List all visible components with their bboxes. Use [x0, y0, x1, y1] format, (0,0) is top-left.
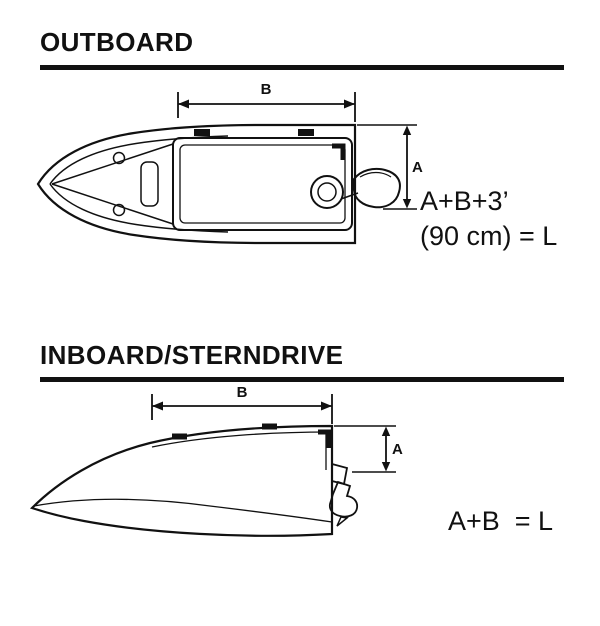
- stern-corner-bracket: [318, 429, 332, 448]
- cleat-left: [172, 433, 187, 440]
- outboard-dimension-b: B: [177, 81, 356, 122]
- inboard-formula-line: A+B = L: [448, 506, 554, 536]
- dim-b-arrow-left: [178, 99, 189, 108]
- cleat-left: [194, 128, 210, 136]
- inboard-dimension-b: B: [151, 384, 333, 424]
- bow-seam-top: [51, 142, 174, 185]
- inboard-dimension-a: A: [334, 425, 403, 473]
- dim-a-arrow-up: [402, 125, 412, 135]
- inboard-dim-b-label: B: [237, 384, 248, 401]
- dim-a-arrow-down: [381, 462, 391, 472]
- dim-a-arrow-up: [381, 426, 391, 436]
- gunwale-inner-bottom: [49, 183, 229, 233]
- outboard-cockpit: [172, 128, 359, 231]
- sterndrive-unit: [328, 462, 359, 527]
- cockpit-outer: [172, 136, 353, 231]
- outboard-dim-b-label: B: [261, 81, 272, 98]
- motor-well-inner: [317, 181, 337, 202]
- stern-corner-bracket: [332, 143, 346, 160]
- inboard-dim-a-label: A: [392, 441, 403, 458]
- inboard-divider: [40, 377, 564, 382]
- section-inboard-sterndrive: INBOARD/STERNDRIVE B: [0, 339, 600, 570]
- cleat-right: [262, 423, 277, 430]
- dim-a-arrow-down: [402, 198, 412, 208]
- dim-b-arrow-right: [321, 401, 332, 411]
- inboard-hull: [29, 423, 334, 537]
- inboard-boat-drawing: B: [29, 384, 403, 537]
- bow-seam-bottom: [51, 182, 174, 225]
- dim-b-arrow-right: [344, 99, 355, 108]
- deck-liner-line: [151, 431, 331, 448]
- outboard-title: OUTBOARD: [40, 27, 194, 57]
- outboard-formula-line2: (90 cm) = L: [420, 220, 558, 251]
- inboard-diagram: B: [0, 384, 600, 569]
- deck-fitting-bottom: [112, 203, 126, 216]
- gunwale-inner-top: [49, 134, 229, 184]
- outboard-formula: A+B+3’ (90 cm) = L: [420, 184, 557, 254]
- bow-console: [140, 160, 159, 207]
- inboard-formula: A+B = L: [448, 504, 553, 539]
- outboard-dimension-a: A: [357, 123, 423, 210]
- dim-b-arrow-left: [152, 401, 163, 411]
- section-outboard: OUTBOARD B: [0, 26, 600, 284]
- drive-skeg: [336, 516, 349, 527]
- outboard-divider: [40, 64, 564, 70]
- hull-outline: [29, 424, 334, 537]
- cleat-right: [298, 128, 314, 136]
- chine-line: [33, 498, 333, 523]
- motor-well-outer: [310, 174, 344, 209]
- cockpit-inner: [179, 143, 346, 224]
- outboard-dim-a-label: A: [412, 159, 423, 176]
- outboard-hull: [36, 123, 357, 244]
- motor-cowl-line: [359, 171, 392, 178]
- outboard-formula-line1: A+B+3’: [420, 185, 509, 216]
- hull-outline: [36, 123, 357, 244]
- outboard-boat-drawing: B: [36, 81, 423, 244]
- drive-leg: [328, 480, 359, 518]
- outboard-motor: [352, 167, 401, 208]
- gimbal-housing: [331, 462, 349, 486]
- deck-fitting-top: [112, 151, 126, 164]
- outboard-diagram: B: [0, 72, 600, 284]
- inboard-title: INBOARD/STERNDRIVE: [40, 339, 344, 370]
